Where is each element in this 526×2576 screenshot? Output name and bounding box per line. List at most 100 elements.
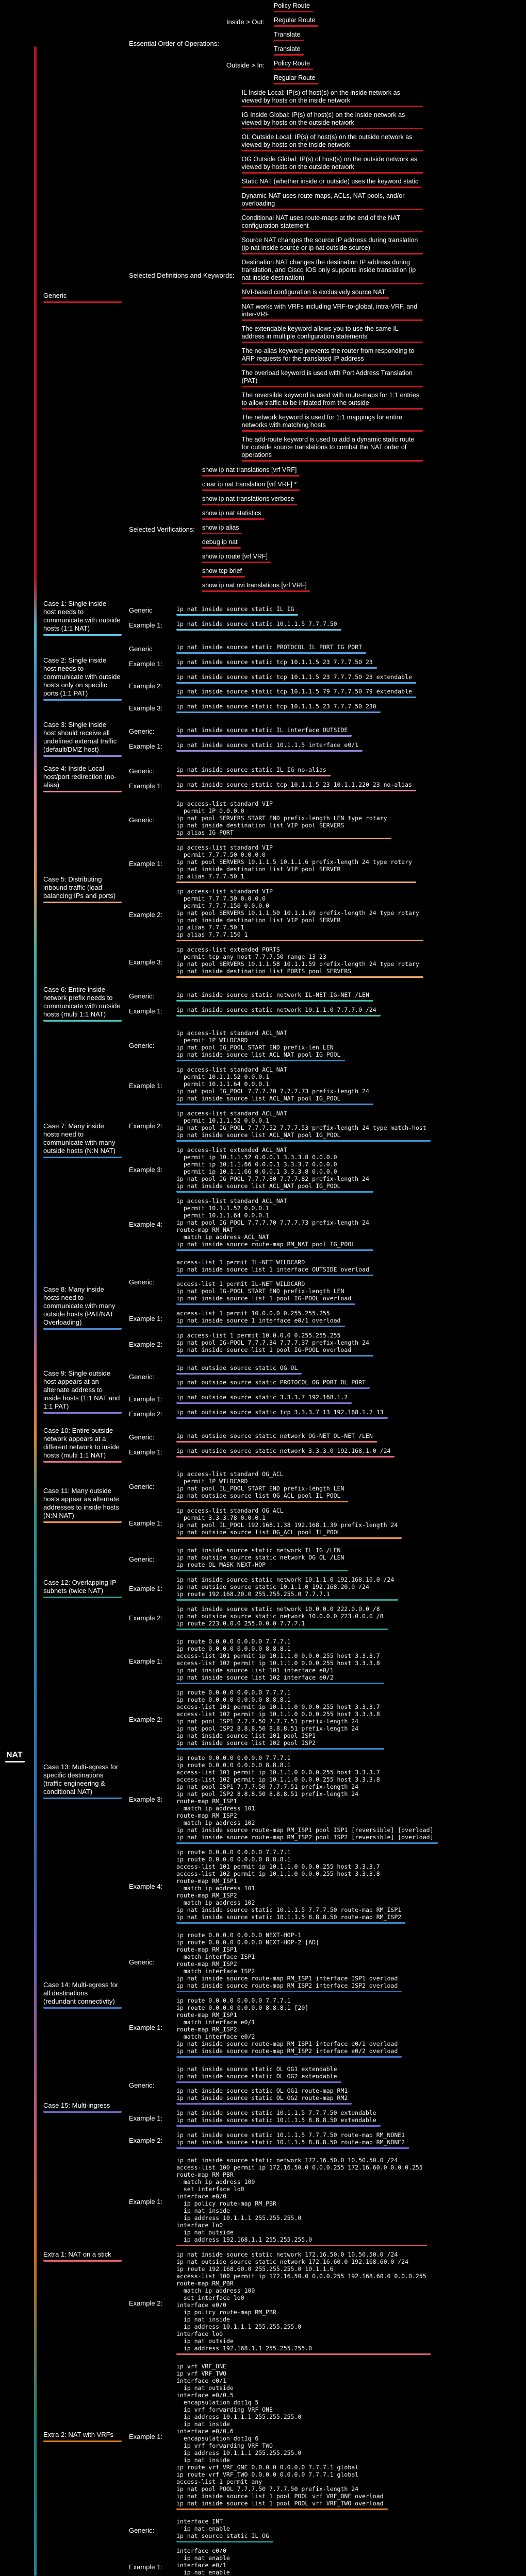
branch-label[interactable]: Case 15: Multi-ingress bbox=[43, 2102, 122, 2113]
branch-label[interactable]: Case 14: Multi-egress for all destinatio… bbox=[43, 1981, 122, 2009]
leaf-node[interactable]: Regular Route bbox=[273, 16, 319, 27]
code-block[interactable]: ip nat outside source static tcp 3.3.3.7… bbox=[176, 1409, 388, 1419]
node-label[interactable]: Generic: bbox=[129, 1433, 155, 1441]
branch-label[interactable]: Case 1: Single inside host needs to comm… bbox=[43, 600, 122, 636]
branch-label[interactable]: Generic bbox=[43, 292, 122, 303]
node-label[interactable]: Example 1: bbox=[129, 1081, 163, 1090]
code-block[interactable]: ip nat inside source static network IL I… bbox=[176, 1547, 349, 1571]
code-block[interactable]: ip nat outside source static network 3.3… bbox=[176, 1447, 395, 1458]
node-label[interactable]: Example 2: bbox=[129, 910, 163, 919]
node-label[interactable]: Example 1: bbox=[129, 782, 163, 790]
node-label[interactable]: Example 1: bbox=[129, 859, 163, 868]
leaf-node[interactable]: Dynamic NAT uses route-maps, ACLs, NAT p… bbox=[241, 192, 423, 210]
node-label[interactable]: Generic bbox=[129, 606, 153, 614]
code-block[interactable]: ip nat inside source static network 10.1… bbox=[176, 1576, 399, 1601]
branch-label[interactable]: Case 4: Inside Local host/port redirecti… bbox=[43, 765, 122, 792]
leaf-node[interactable]: Translate bbox=[273, 45, 304, 56]
node-label[interactable]: Example 1: bbox=[129, 1657, 163, 1665]
leaf-node[interactable]: IL Inside Local: IP(s) of host(s) on the… bbox=[241, 89, 423, 107]
code-block[interactable]: access-list 1 permit 10.0.0.0 0.255.255.… bbox=[176, 1310, 345, 1327]
leaf-node[interactable]: OL Outside Local: IP(s) of host(s) on th… bbox=[241, 133, 423, 151]
root-node[interactable]: NAT bbox=[5, 1751, 25, 1762]
branch-label[interactable]: Extra 1: NAT on a stick bbox=[43, 2250, 122, 2262]
code-block[interactable]: ip nat outside source static 3.3.3.7 192… bbox=[176, 1394, 352, 1404]
node-label[interactable]: Generic: bbox=[129, 1958, 155, 1966]
node-label[interactable]: Selected Definitions and Keywords: bbox=[129, 272, 235, 279]
branch-label[interactable]: Case 8: Many inside hosts need to commun… bbox=[43, 1285, 122, 1330]
code-block[interactable]: ip nat inside source static network 10.0… bbox=[176, 1605, 388, 1630]
leaf-node[interactable]: show ip nat nvi translations [vrf VRF] bbox=[202, 582, 310, 592]
node-label[interactable]: Example 2: bbox=[129, 682, 163, 690]
code-block[interactable]: ip access-list standard ACL_NAT permit 1… bbox=[176, 1110, 431, 1142]
code-block[interactable]: ip nat inside source static network 172.… bbox=[176, 2157, 427, 2246]
node-label[interactable]: Example 1: bbox=[129, 2114, 163, 2122]
leaf-node[interactable]: Regular Route bbox=[273, 74, 319, 84]
branch-label[interactable]: Case 2: Single inside host needs to comm… bbox=[43, 656, 122, 701]
node-label[interactable]: Example 1: bbox=[129, 742, 163, 750]
node-label[interactable]: Example 2: bbox=[129, 1410, 163, 1418]
node-label[interactable]: Example 1: bbox=[129, 1584, 163, 1592]
branch-label[interactable]: Case 6: Entire inside network prefix nee… bbox=[43, 986, 122, 1022]
leaf-node[interactable]: The network keyword is used for 1:1 mapp… bbox=[241, 414, 423, 432]
code-block[interactable]: ip nat inside source static network 172.… bbox=[176, 2251, 431, 2355]
code-block[interactable]: ip nat outside source static network OG-… bbox=[176, 1432, 377, 1443]
code-block[interactable]: ip nat inside source static IL interface… bbox=[176, 726, 352, 737]
code-block[interactable]: ip nat inside source static tcp 10.1.1.5… bbox=[176, 673, 416, 684]
node-label[interactable]: Generic: bbox=[129, 992, 155, 1000]
node-label[interactable]: Generic: bbox=[129, 2526, 155, 2534]
leaf-node[interactable]: show ip nat translations verbose bbox=[202, 495, 298, 505]
branch-label[interactable]: Case 10: Entire outside network appears … bbox=[43, 1427, 122, 1463]
node-label[interactable]: Example 3: bbox=[129, 1165, 163, 1174]
leaf-node[interactable]: OG Outside Global: IP(s) of host(s) on t… bbox=[241, 156, 423, 174]
node-label[interactable]: Example 2: bbox=[129, 2136, 163, 2144]
branch-label[interactable]: Case 9: Single outside host appears at a… bbox=[43, 1369, 122, 1414]
code-block[interactable]: ip nat inside source static tcp 10.1.1.5… bbox=[176, 658, 377, 669]
node-label[interactable]: Example 1: bbox=[129, 621, 163, 629]
leaf-node[interactable]: show ip nat translations [vrf VRF] bbox=[202, 466, 300, 477]
leaf-node[interactable]: debug ip nat bbox=[202, 538, 241, 549]
code-block[interactable]: ip nat outside source static PROTOCOL OG… bbox=[176, 1379, 370, 1389]
leaf-node[interactable]: show tcp brief bbox=[202, 567, 245, 578]
code-block[interactable]: ip access-list standard ACL_NAT permit 1… bbox=[176, 1066, 373, 1105]
code-block[interactable]: ip nat inside source static 10.1.1.5 7.7… bbox=[176, 620, 341, 631]
code-block[interactable]: ip nat inside source static tcp 10.1.1.5… bbox=[176, 781, 416, 791]
leaf-node[interactable]: Translate bbox=[273, 31, 304, 41]
leaf-node[interactable]: NAT works with VRFs including VRF-to-glo… bbox=[241, 303, 423, 321]
node-label[interactable]: Example 1: bbox=[129, 2432, 163, 2441]
node-label[interactable]: Generic: bbox=[129, 767, 155, 775]
leaf-node[interactable]: show ip route [vrf VRF] bbox=[202, 553, 271, 563]
code-block[interactable]: ip access-list extended ACL_NAT permit i… bbox=[176, 1146, 373, 1193]
node-label[interactable]: Generic: bbox=[129, 1372, 155, 1381]
branch-label[interactable]: Case 5: Distributing inbound traffic (lo… bbox=[43, 875, 122, 903]
node-label[interactable]: Generic: bbox=[129, 1482, 155, 1490]
node-label[interactable]: Example 3: bbox=[129, 1795, 163, 1803]
code-block[interactable]: ip access-list standard VIP permit IP 0.… bbox=[176, 800, 391, 839]
node-label[interactable]: Generic: bbox=[129, 1555, 155, 1563]
code-block[interactable]: ip nat inside source static IL IG no-ali… bbox=[176, 766, 331, 776]
branch-label[interactable]: Case 3: Single inside host should receiv… bbox=[43, 721, 122, 757]
code-block[interactable]: ip nat inside source static OL OG1 route… bbox=[176, 2087, 352, 2105]
node-label[interactable]: Example 4: bbox=[129, 1220, 163, 1228]
node-label[interactable]: Example 2: bbox=[129, 1715, 163, 1723]
code-block[interactable]: ip access-list extended PORTS permit tcp… bbox=[176, 946, 423, 978]
node-label[interactable]: Generic: bbox=[129, 727, 155, 735]
code-block[interactable]: ip nat inside source static 10.1.1.5 int… bbox=[176, 741, 363, 752]
code-block[interactable]: ip access-list 1 permit 10.0.0.0 0.255.2… bbox=[176, 1332, 373, 1357]
code-block[interactable]: ip access-list standard OG_ACL permit 3.… bbox=[176, 1507, 402, 1539]
node-label[interactable]: Outside > In: bbox=[226, 61, 265, 69]
code-block[interactable]: ip nat inside source static network 10.1… bbox=[176, 1006, 381, 1016]
node-label[interactable]: Example 1: bbox=[129, 1519, 163, 1527]
leaf-node[interactable]: The extendable keyword allows you to use… bbox=[241, 325, 423, 343]
leaf-node[interactable]: The reversible keyword is used with rout… bbox=[241, 392, 423, 410]
code-block[interactable]: ip nat inside source static tcp 10.1.1.5… bbox=[176, 688, 416, 698]
node-label[interactable]: Example 1: bbox=[129, 1007, 163, 1015]
leaf-node[interactable]: The add-route keyword is used to add a d… bbox=[241, 436, 423, 462]
node-label[interactable]: Example 1: bbox=[129, 1395, 163, 1403]
branch-label[interactable]: Case 13: Multi-egress for specific desti… bbox=[43, 1763, 122, 1799]
